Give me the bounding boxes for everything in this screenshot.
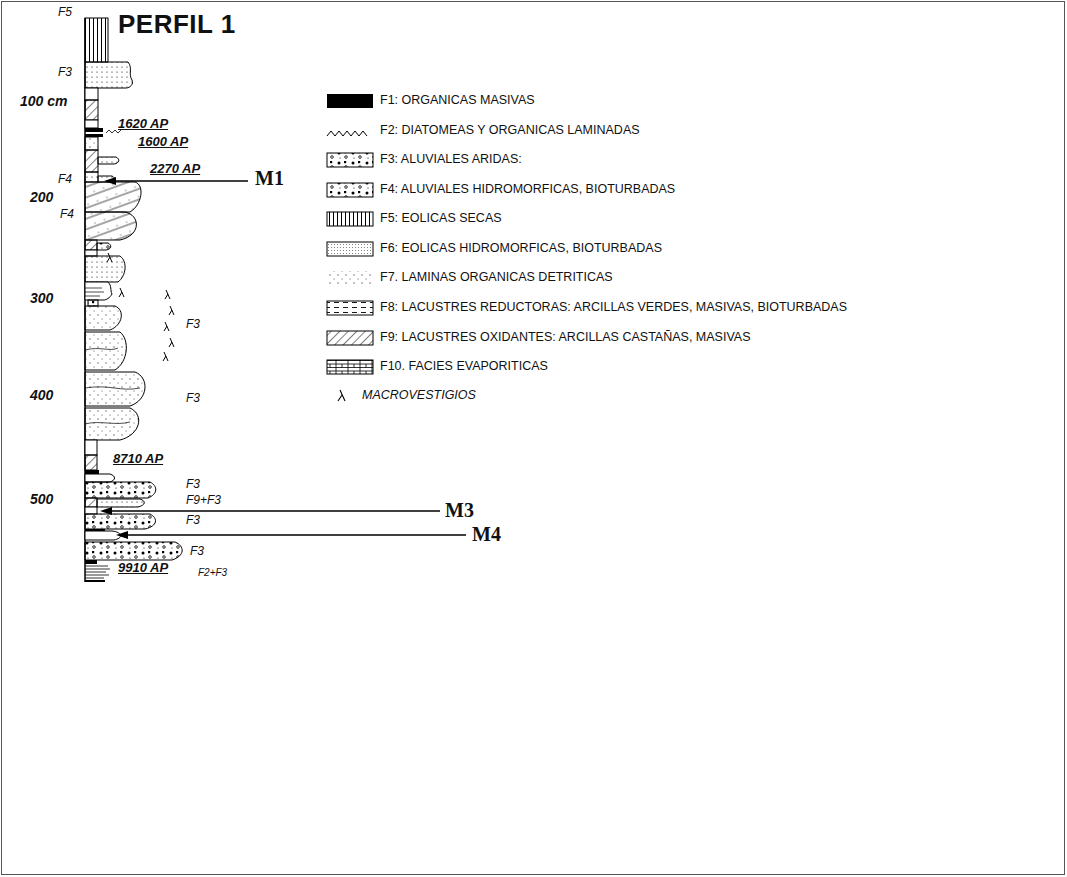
date-label: 1600 AP	[138, 135, 188, 149]
sample-marker: M4	[472, 523, 501, 545]
legend-swatch	[327, 94, 373, 108]
sample-marker: M3	[445, 499, 474, 521]
legend-text: F8: LACUSTRES REDUCTORAS: ARCILLAS VERDE…	[380, 301, 847, 315]
depth-label: 500	[30, 492, 53, 507]
profile-title: PERFIL 1	[118, 10, 236, 39]
legend-text: F3: ALUVIALES ARIDAS:	[380, 153, 522, 167]
depth-label: 400	[30, 388, 53, 403]
legend-text: F6: EOLICAS HIDROMORFICAS, BIOTURBADAS	[380, 242, 662, 256]
legend-text: F1: ORGANICAS MASIVAS	[380, 94, 535, 108]
facies-label: F5	[58, 6, 72, 19]
sample-marker: M1	[255, 167, 284, 189]
legend-text: F5: EOLICAS SECAS	[380, 212, 502, 226]
legend-text: F4: ALUVIALES HIDROMORFICAS, BIOTURBADAS	[380, 183, 675, 197]
legend-text: F7. LAMINAS ORGANICAS DETRITICAS	[380, 271, 613, 285]
facies-label: F4	[58, 173, 72, 186]
date-label: 8710 AP	[113, 452, 163, 466]
facies-label: F3	[186, 392, 200, 405]
legend-text: F9: LACUSTRES OXIDANTES: ARCILLAS CASTAÑ…	[380, 331, 750, 345]
facies-label: F3	[58, 66, 72, 79]
date-label: 1620 AP	[118, 117, 168, 131]
facies-label: F3	[186, 514, 200, 527]
facies-label: F3	[186, 318, 200, 331]
legend-text: F2: DIATOMEAS Y ORGANICAS LAMINADAS	[380, 124, 640, 138]
depth-label: 300	[30, 291, 53, 306]
facies-label: F2+F3	[198, 567, 227, 578]
date-label: 2270 AP	[150, 162, 200, 176]
facies-label: F3	[190, 545, 204, 558]
legend-text: F10. FACIES EVAPORITICAS	[380, 360, 548, 374]
date-label: 9910 AP	[118, 561, 168, 575]
legend-text: MACROVESTIGIOS	[362, 389, 476, 403]
facies-label: F4	[60, 208, 74, 221]
facies-label: F3	[186, 478, 200, 491]
facies-label: F9+F3	[186, 494, 221, 507]
depth-label: 200	[30, 190, 53, 205]
depth-label: 100 cm	[20, 94, 67, 109]
